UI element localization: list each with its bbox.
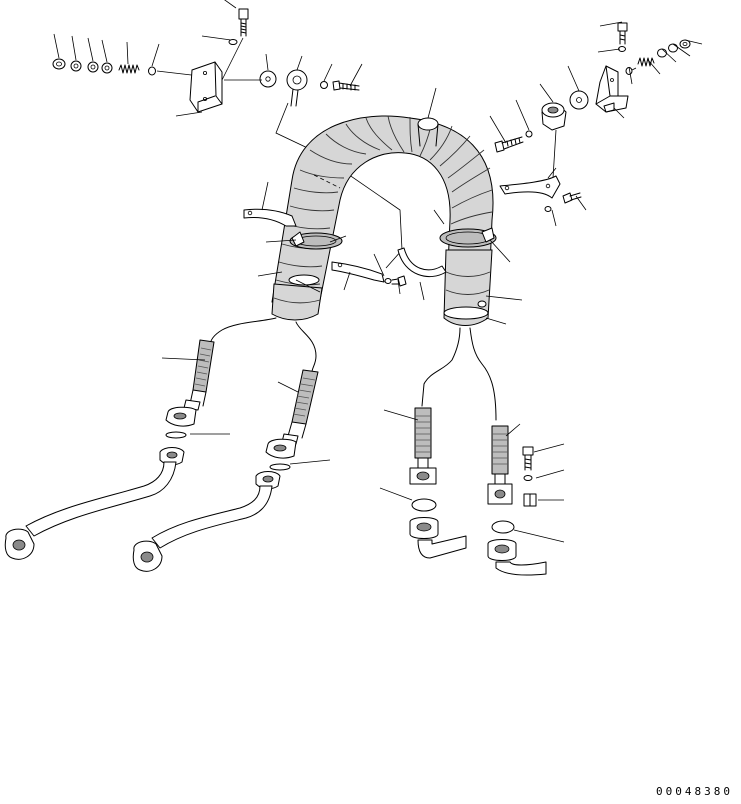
tube-right-2 bbox=[487, 539, 547, 576]
flat-washer-right bbox=[569, 90, 589, 110]
bolt-flange bbox=[522, 446, 534, 481]
clamp-saddle bbox=[397, 247, 447, 278]
nut-1 bbox=[52, 58, 66, 70]
bolt-center bbox=[384, 275, 407, 287]
clamp-band-right bbox=[439, 227, 497, 248]
nut-right-2 bbox=[657, 48, 667, 58]
drawing-number: 00048380 bbox=[656, 785, 733, 798]
washer-3 bbox=[148, 66, 156, 76]
bolt-horizontal-right bbox=[494, 136, 524, 153]
tube-left-1 bbox=[4, 447, 185, 560]
hoses-right bbox=[409, 327, 513, 505]
washer-2 bbox=[101, 62, 113, 74]
washer-1 bbox=[70, 60, 82, 72]
bolt-vertical-left bbox=[228, 8, 249, 45]
hose-right-1 bbox=[409, 407, 437, 485]
sleeve-left bbox=[271, 274, 323, 321]
nut-3 bbox=[320, 81, 328, 89]
clip-right bbox=[499, 175, 561, 199]
spring-right bbox=[637, 57, 655, 67]
tube-right-1 bbox=[409, 517, 467, 559]
bracket-plate-left bbox=[189, 61, 223, 113]
o-ring-3 bbox=[411, 498, 437, 512]
right-bracket-assembly bbox=[494, 22, 691, 212]
washer-right-1 bbox=[668, 43, 678, 53]
tube-left-2 bbox=[132, 471, 281, 572]
bracket-plate-right bbox=[595, 65, 629, 113]
nut-2 bbox=[87, 61, 99, 73]
flat-washer-left bbox=[259, 70, 277, 88]
bolt-vertical-right bbox=[617, 22, 628, 52]
hose-assembly-upper bbox=[271, 115, 497, 326]
o-ring-1 bbox=[165, 431, 187, 439]
hose-right-2 bbox=[487, 425, 513, 505]
wrap-bands bbox=[275, 115, 493, 286]
left-bracket-assembly bbox=[52, 8, 403, 269]
spring bbox=[118, 64, 140, 74]
hose-left-1 bbox=[165, 339, 215, 427]
cushion-left bbox=[286, 69, 308, 107]
bolt-small-right bbox=[562, 192, 582, 204]
o-ring-4 bbox=[491, 520, 515, 534]
bolt-horizontal-left bbox=[332, 80, 360, 91]
o-ring-2 bbox=[269, 463, 291, 471]
sleeve-right bbox=[443, 249, 493, 326]
hose-left-2 bbox=[265, 369, 319, 459]
clamp-center bbox=[331, 261, 385, 283]
leader-lines bbox=[53, 0, 703, 543]
clamp-band-left bbox=[289, 231, 343, 250]
hoses-left bbox=[165, 317, 319, 459]
nut-right-3 bbox=[525, 130, 533, 138]
split-flange bbox=[523, 493, 537, 507]
cushion-right bbox=[541, 102, 567, 131]
